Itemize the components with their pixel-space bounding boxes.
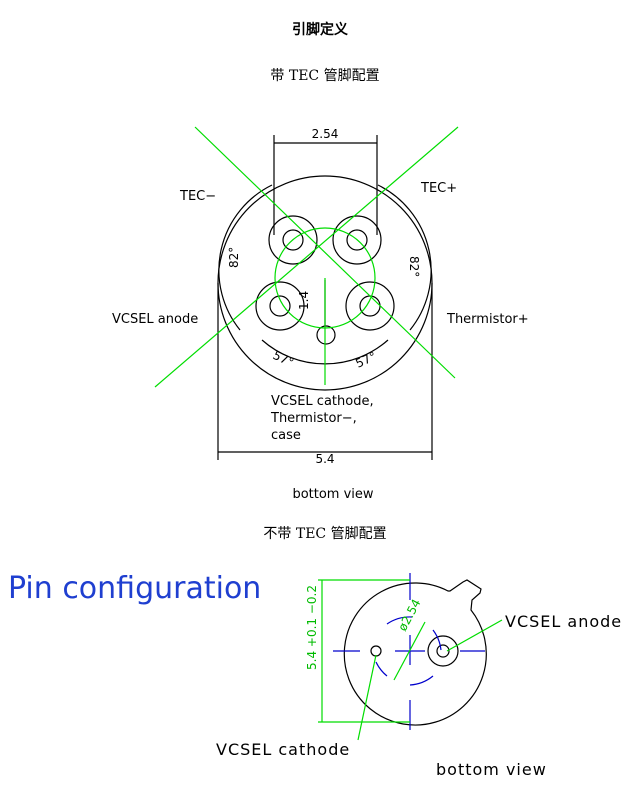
tec-caption: 带 TEC 管脚配置 [270,68,379,84]
label-tec-minus: TEC− [179,189,216,204]
pin-config-heading: Pin configuration [8,571,261,606]
angle-bottom-right: 57° [353,349,378,371]
label-common-line2: Thermistor−, [270,411,357,426]
section-title: 引脚定义 [292,21,348,38]
dim-diameter: 5.4 [315,452,334,466]
no-tec-caption: 不带 TEC 管脚配置 [263,526,386,542]
no-tec-green-dims [318,579,503,741]
angle-bottom-left: 57° [271,348,296,370]
angle-top-right: 82° [407,256,421,277]
label-vcsel-anode: VCSEL anode [112,312,198,327]
label-vcsel-cathode-no-tec: VCSEL cathode [216,740,350,759]
tec-green-guides [154,126,459,388]
dim-pitch: 2.54 [312,127,339,141]
no-tec-blue-centerlines [333,573,485,730]
dim-offset: 1.4 [297,291,311,310]
dim-pitch-diameter: ø2.54 [395,597,423,634]
no-tec-view-label: bottom view [436,760,547,779]
tec-view-label: bottom view [292,487,373,502]
label-common-line1: VCSEL cathode, [271,394,374,409]
label-tec-plus: TEC+ [420,181,457,196]
dim-diameter-tolerance: 5.4 +0.1 −0.2 [305,585,319,670]
angle-top-left: 82° [227,247,241,268]
label-vcsel-anode-no-tec: VCSEL anode [505,612,622,631]
label-thermistor-plus: Thermistor+ [446,312,529,327]
label-common-line3: case [271,428,301,443]
